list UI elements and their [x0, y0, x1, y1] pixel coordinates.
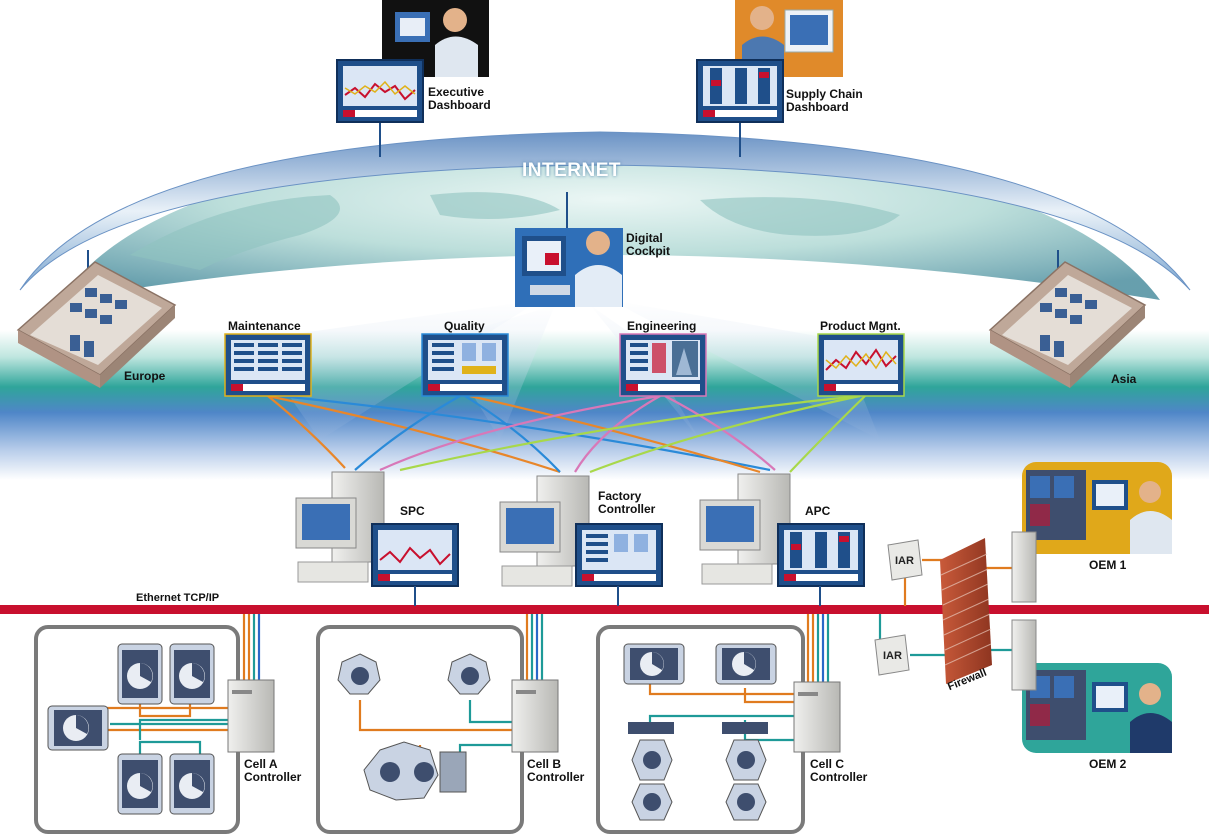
engineering-dashboard[interactable]: [619, 333, 707, 397]
oem2-station[interactable]: [1022, 663, 1172, 753]
cell-c-machine-2[interactable]: [715, 643, 777, 685]
iar-bottom-label: IAR: [883, 650, 902, 662]
ethernet-bus: [0, 605, 1209, 614]
cell-b-controller[interactable]: [511, 679, 559, 753]
supply-chain-dashboard-label: Supply Chain Dashboard: [786, 87, 863, 114]
product-mgnt-label: Product Mgnt.: [820, 319, 901, 333]
cell-c-machine-1[interactable]: [623, 643, 685, 685]
globe-dome: [60, 145, 1160, 300]
cell-a-controller[interactable]: [227, 679, 275, 753]
cell-c-controller[interactable]: [793, 681, 841, 753]
iar-top-label: IAR: [895, 555, 914, 567]
firewall: [940, 538, 992, 684]
maintenance-label: Maintenance: [228, 319, 301, 333]
ethernet-label: Ethernet TCP/IP: [136, 592, 220, 604]
executive-dashboard-label: Executive Dashboard: [428, 85, 491, 112]
cell-b: [316, 614, 559, 834]
cell-c-robot-line-1[interactable]: [628, 722, 674, 821]
cell-c-robot-line-2[interactable]: [722, 722, 768, 821]
asia-building: [988, 261, 1147, 388]
apc-workstation[interactable]: [699, 473, 865, 587]
iar-bottom-device[interactable]: IAR: [874, 634, 910, 676]
supply-chain-dashboard[interactable]: [696, 59, 784, 123]
iar-top-device[interactable]: IAR: [887, 539, 923, 581]
oem1-server[interactable]: [1011, 531, 1037, 603]
asia-label: Asia: [1111, 372, 1137, 386]
cell-a: [34, 614, 275, 834]
cell-c-label: Cell C Controller: [810, 757, 868, 784]
cell-c: [596, 614, 841, 834]
cell-a-machine-4[interactable]: [117, 753, 163, 815]
spc-label: SPC: [400, 504, 425, 518]
executive-user-photo: [382, 0, 489, 77]
apc-label: APC: [805, 504, 831, 518]
oem1-station[interactable]: [1022, 462, 1172, 554]
cell-a-machine-2[interactable]: [169, 643, 215, 705]
quality-dashboard[interactable]: [421, 333, 509, 397]
executive-dashboard[interactable]: [336, 59, 424, 123]
cell-b-robot-cluster[interactable]: [363, 741, 467, 801]
factory-controller-workstation[interactable]: [499, 475, 663, 587]
product-mgnt-dashboard[interactable]: [817, 333, 905, 397]
engineering-label: Engineering: [627, 319, 697, 333]
cell-a-machine-5[interactable]: [169, 753, 215, 815]
application-links: [267, 394, 866, 474]
factory-controller-label: Factory Controller: [598, 489, 656, 516]
oem1-label: OEM 1: [1089, 558, 1127, 572]
spc-workstation[interactable]: [295, 471, 459, 587]
maintenance-dashboard[interactable]: [224, 333, 312, 397]
cell-a-label: Cell A Controller: [244, 757, 302, 784]
cell-b-robot-1[interactable]: [337, 653, 381, 695]
globe-continents: [130, 192, 900, 270]
cell-a-machine-3[interactable]: [47, 705, 109, 751]
quality-label: Quality: [444, 319, 485, 333]
supply-chain-user-photo: [735, 0, 843, 77]
europe-label: Europe: [124, 369, 166, 383]
oem2-label: OEM 2: [1089, 757, 1127, 771]
cell-b-label: Cell B Controller: [527, 757, 585, 784]
digital-cockpit[interactable]: [515, 228, 623, 307]
internet-label: INTERNET: [522, 160, 621, 181]
cell-a-machine-1[interactable]: [117, 643, 163, 705]
cell-b-robot-2[interactable]: [447, 653, 491, 695]
oem2-server[interactable]: [1011, 619, 1037, 691]
digital-cockpit-label: Digital Cockpit: [626, 231, 671, 258]
internet-arch: [19, 131, 1191, 291]
europe-building: [16, 261, 177, 388]
